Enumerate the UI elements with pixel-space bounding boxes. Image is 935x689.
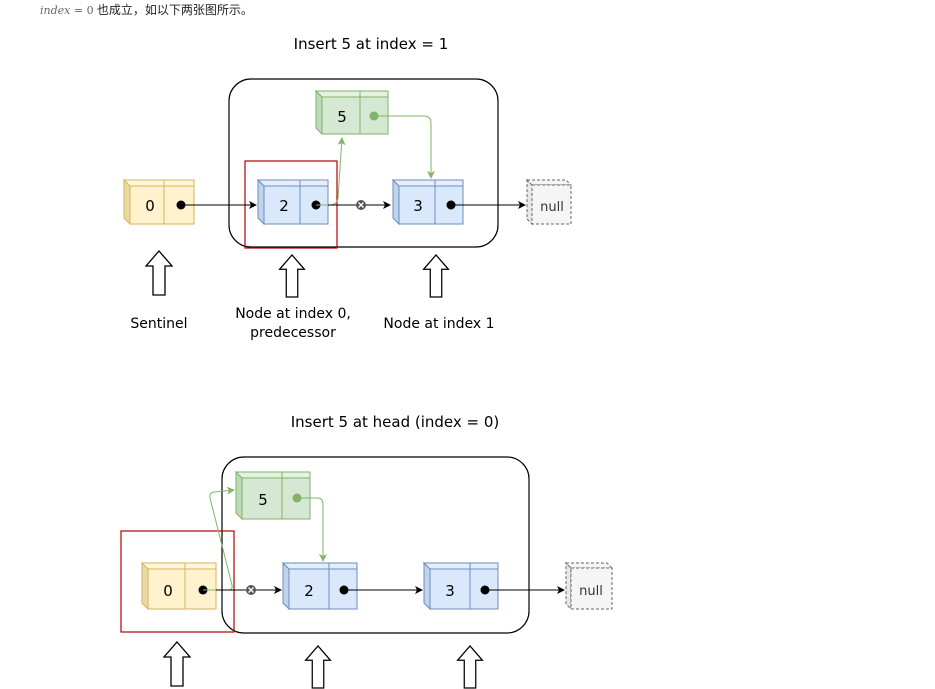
- diagram1-broken-link-icon: [356, 200, 366, 210]
- diagram1-label-predecessor-line2: predecessor: [250, 325, 336, 341]
- diagram1-node-3: 3: [391, 178, 464, 226]
- diagram1-node-2-value: 2: [279, 197, 289, 215]
- diagram2-new-node-5: 5: [234, 470, 311, 521]
- diagram2-sentinel-highlight: [120, 530, 235, 633]
- diagram1-null-label: null: [540, 200, 564, 215]
- diagram1-next-pointer-icon: [422, 254, 450, 298]
- diagram1-sentinel-pointer-icon: [145, 250, 173, 296]
- diagram1-label-next: Node at index 1: [383, 316, 494, 332]
- diagram1-new-node-5: 5: [314, 89, 389, 136]
- diagram2-sentinel-pointer-icon: [163, 641, 191, 687]
- diagram2-title: Insert 5 at head (index = 0): [291, 413, 500, 431]
- intro-text: index = 0 也成立，如以下两张图所示。: [40, 2, 253, 19]
- diagram2-null-label: null: [579, 584, 603, 599]
- diagram1-node-0-value: 0: [145, 197, 155, 215]
- diagram1-arrow-5-to-3: [374, 115, 435, 179]
- diagram2-node-2-pointer-icon: [304, 645, 332, 689]
- diagram1-node-2: 2: [256, 178, 329, 226]
- diagram2-null-node: null: [564, 561, 614, 611]
- diagram1-title: Insert 5 at index = 1: [294, 35, 449, 53]
- diagram2-new-node-value: 5: [258, 491, 268, 509]
- math-value: 0: [86, 4, 94, 17]
- diagram1-group-box: [228, 78, 499, 248]
- diagram2-arrow-5-to-2: [297, 497, 327, 562]
- intro-sentence: 也成立，如以下两张图所示。: [93, 3, 253, 17]
- diagram1-node-3-value: 3: [413, 197, 423, 215]
- diagram2-node-0-value: 0: [163, 582, 173, 600]
- diagram1-sentinel-node: 0: [122, 178, 195, 226]
- diagram2-node-2: 2: [281, 561, 358, 611]
- diagram1-null-node: null: [525, 178, 573, 226]
- diagram2-node-3-pointer-icon: [456, 645, 484, 689]
- diagram1-predecessor-pointer-icon: [278, 254, 306, 298]
- math-variable: index: [40, 4, 71, 17]
- diagram2-sentinel-node: 0: [140, 561, 217, 611]
- diagram2-node-3-value: 3: [445, 582, 455, 600]
- diagram1-label-sentinel: Sentinel: [130, 316, 187, 332]
- diagram2-node-2-value: 2: [304, 582, 314, 600]
- diagram1-label-predecessor-line1: Node at index 0,: [235, 306, 351, 322]
- diagram2-broken-link-icon: [246, 585, 256, 595]
- diagram1-new-node-value: 5: [337, 108, 347, 126]
- math-equals: =: [70, 4, 87, 17]
- diagram2-node-3: 3: [422, 561, 499, 611]
